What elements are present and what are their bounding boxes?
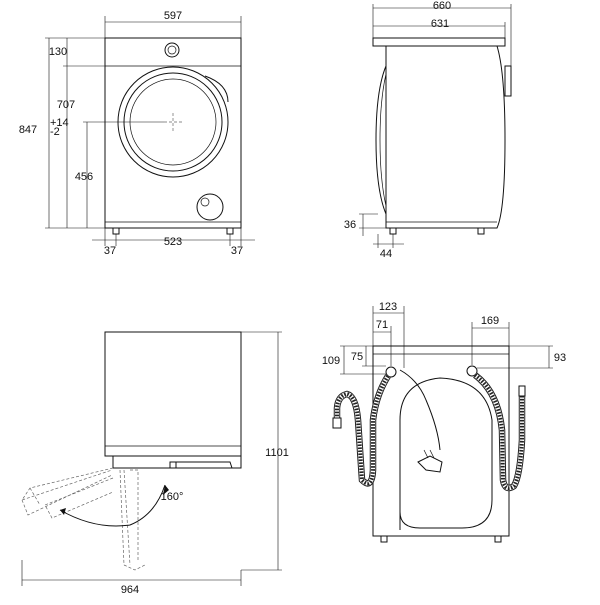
back-panel	[399, 377, 493, 530]
dim-front-height: 847	[19, 124, 37, 136]
dim-back-left-top-109: 109	[322, 355, 340, 367]
dim-back-hose-left-inner: 71	[376, 319, 388, 331]
door-open-outline	[21, 467, 114, 501]
dim-foot-left: 37	[104, 245, 116, 257]
dim-door-angle: 160°	[161, 491, 184, 503]
program-knob-inner	[167, 45, 177, 55]
side-body	[385, 45, 506, 229]
side-knob	[504, 65, 512, 97]
foot-right	[226, 227, 234, 235]
dim-side-foot-height: 36	[344, 219, 356, 231]
dim-door-open-depth: 964	[121, 584, 139, 596]
door-view-lower	[112, 456, 242, 469]
filter-knob	[200, 197, 210, 207]
power-plug	[417, 455, 443, 473]
door-view-body	[104, 331, 242, 457]
dim-back-hose-left-outer: 123	[379, 301, 397, 313]
dim-side-body-depth: 631	[431, 18, 449, 30]
dim-front-top-panel: 130	[49, 46, 67, 58]
drain-hose-end	[332, 417, 342, 429]
door-open-view: 160° 1101 964	[21, 331, 289, 596]
drain-hose-connector	[385, 366, 397, 378]
dim-foot-right: 37	[231, 245, 243, 257]
dim-side-total-depth: 660	[433, 0, 451, 12]
dim-back-right-top: 93	[554, 352, 566, 364]
dim-front-door-top: 707	[57, 99, 75, 111]
back-foot-left	[380, 535, 388, 543]
side-door-inner	[379, 73, 387, 207]
drain-hose	[335, 374, 390, 486]
foot-left	[112, 227, 120, 235]
door-open-side	[119, 469, 139, 566]
dim-door-open-height: 1101	[265, 447, 289, 459]
program-knob	[164, 42, 180, 58]
side-view: 660 631 36 44	[344, 0, 512, 260]
back-view: 123 71 169 109 75 93	[322, 301, 566, 543]
dim-front-width: 597	[164, 10, 182, 22]
side-foot-front	[389, 227, 397, 235]
door-view-panel	[172, 461, 233, 469]
dim-front-height-tol-plus: +14	[50, 117, 69, 129]
door-hinge	[204, 75, 229, 103]
front-view: 597 847 +14 -2 130 707 456 523 37 37	[19, 10, 255, 257]
dim-side-foot-offset: 44	[380, 248, 392, 260]
door-angle-arc	[59, 484, 166, 527]
dim-front-door-center: 456	[75, 171, 93, 183]
back-body	[372, 345, 510, 537]
filter-cover	[196, 193, 224, 221]
front-body	[104, 37, 242, 229]
inlet-hose-connector	[466, 365, 478, 377]
side-door	[375, 65, 387, 215]
inlet-hose-fitting	[518, 385, 526, 397]
side-foot-back	[477, 227, 485, 235]
dim-back-left-top-75: 75	[351, 351, 363, 363]
side-top	[372, 37, 506, 47]
inlet-hose	[473, 373, 524, 490]
dim-feet-spacing: 523	[164, 236, 182, 248]
dim-front-height-tol-minus: -2	[50, 126, 60, 138]
back-foot-right	[494, 535, 502, 543]
dim-back-hose-right: 169	[481, 315, 499, 327]
power-cord	[399, 369, 441, 451]
